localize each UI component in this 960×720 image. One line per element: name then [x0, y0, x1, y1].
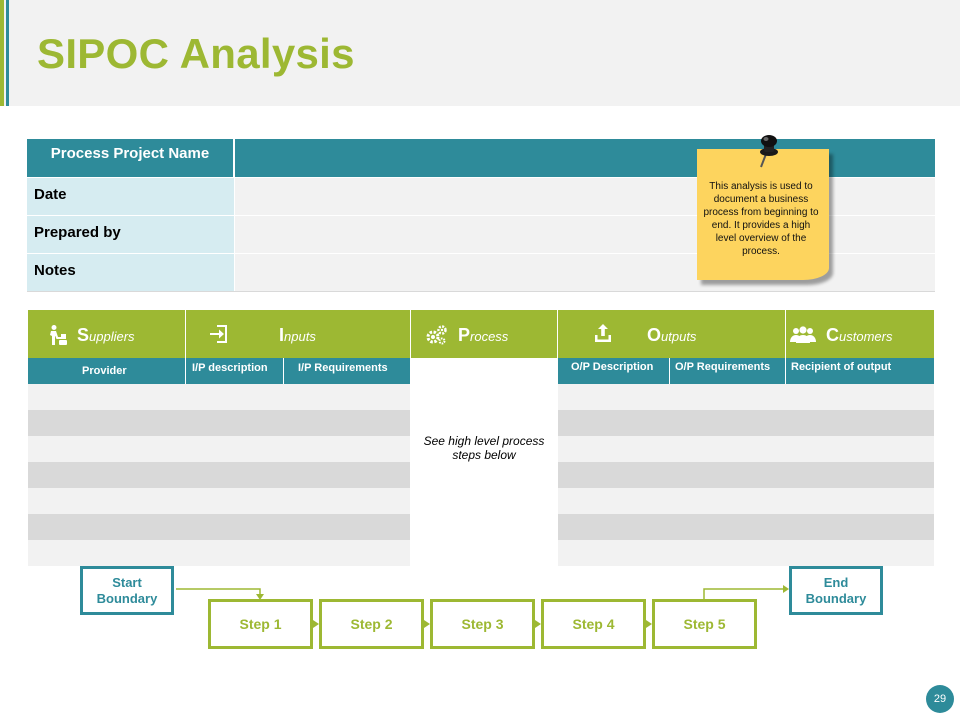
accent-bar-teal [6, 0, 9, 106]
outputs-label: Outputs [647, 325, 696, 346]
date-label: Date [27, 178, 234, 215]
prepared-by-label: Prepared by [27, 216, 234, 253]
group-icon [790, 326, 816, 343]
header-band [0, 0, 960, 106]
sticky-note [697, 149, 829, 280]
process-note: See high level process steps below [423, 434, 545, 462]
input-side-subheader: Provider I/P description I/P Requirement… [28, 358, 410, 384]
table-row [28, 384, 410, 410]
worker-icon [50, 325, 67, 345]
process-header: Process [411, 310, 557, 358]
table-row [28, 436, 410, 462]
page-number: 29 [926, 685, 954, 713]
sticky-note-text: This analysis is used to document a busi… [703, 181, 819, 257]
accent-bar-green [0, 0, 4, 106]
table-row [28, 410, 410, 436]
table-row [558, 488, 934, 514]
table-row [28, 514, 410, 540]
suppliers-label: Suppliers [77, 325, 135, 346]
notes-label: Notes [27, 254, 234, 291]
process-label-rest: rocess [470, 329, 509, 344]
step-3: Step 3 [430, 599, 535, 649]
customers-label-rest: ustomers [839, 329, 893, 344]
info-table-bottom-border [27, 291, 935, 292]
customers-header: Customers [786, 310, 934, 358]
upload-icon [595, 324, 611, 342]
inputs-label-initial: I [279, 325, 285, 345]
col-ip-requirements: I/P Requirements [298, 362, 388, 374]
start-boundary: Start Boundary [80, 566, 174, 615]
push-pin-icon [760, 135, 778, 168]
suppliers-label-initial: S [77, 325, 90, 345]
col-op-requirements: O/P Requirements [675, 361, 771, 373]
col-provider: Provider [82, 365, 127, 377]
inputs-label: Inputs [279, 325, 316, 346]
customers-label-initial: C [826, 325, 839, 345]
notes-value[interactable] [235, 254, 935, 291]
table-row [558, 410, 934, 436]
table-row [558, 514, 934, 540]
end-boundary: End Boundary [789, 566, 883, 615]
table-row [558, 462, 934, 488]
table-row [28, 540, 410, 566]
step-1: Step 1 [208, 599, 313, 649]
col-divider [185, 358, 186, 384]
suppliers-label-rest: uppliers [89, 329, 135, 344]
project-name-label: Process Project Name [27, 139, 234, 177]
output-side-subheader: O/P Description O/P Requirements Recipie… [558, 358, 934, 384]
col-divider [785, 358, 786, 384]
outputs-header: Outputs [558, 310, 785, 358]
table-row [558, 436, 934, 462]
process-label-initial: P [458, 325, 471, 345]
table-row [558, 384, 934, 410]
step-2: Step 2 [319, 599, 424, 649]
step-4: Step 4 [541, 599, 646, 649]
sign-in-icon [210, 325, 227, 343]
outputs-label-rest: utputs [661, 329, 697, 344]
inputs-header: Inputs [186, 310, 410, 358]
suppliers-header: Suppliers [28, 310, 185, 358]
col-divider [283, 358, 284, 384]
customers-label: Customers [826, 325, 892, 346]
date-value[interactable] [235, 178, 935, 215]
col-op-description: O/P Description [571, 361, 654, 373]
table-row [28, 462, 410, 488]
prepared-by-value[interactable] [235, 216, 935, 253]
inputs-label-rest: nputs [284, 329, 316, 344]
table-row [28, 488, 410, 514]
page-title: SIPOC Analysis [37, 30, 355, 77]
outputs-label-initial: O [647, 325, 662, 345]
col-divider [669, 358, 670, 384]
col-recipient: Recipient of output [791, 361, 892, 373]
flow-connectors [176, 585, 789, 628]
table-row [558, 540, 934, 566]
project-name-value[interactable] [235, 139, 935, 177]
col-ip-description: I/P description [192, 362, 268, 374]
process-label: Process [458, 325, 508, 346]
gears-icon [426, 325, 447, 345]
step-5: Step 5 [652, 599, 757, 649]
notes-row: Notes [27, 253, 935, 291]
